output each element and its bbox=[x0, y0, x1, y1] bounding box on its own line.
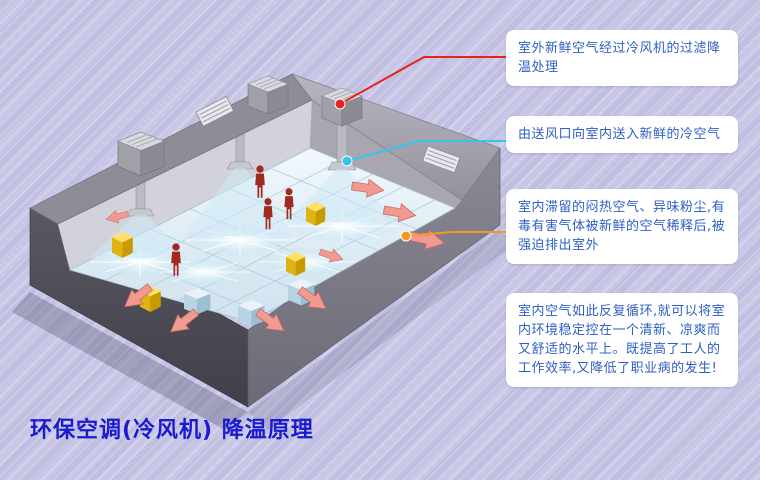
callout-text: 由送风口向室内送入新鲜的冷空气 bbox=[518, 127, 721, 142]
callout-circulation-benefits: 室内空气如此反复循环,就可以将室内环境稳定控在一个清新、凉爽而又舒适的水平上。既… bbox=[506, 293, 738, 387]
callout-text: 室内空气如此反复循环,就可以将室内环境稳定控在一个清新、凉爽而又舒适的水平上。既… bbox=[518, 304, 726, 376]
building-shadow bbox=[12, 230, 514, 430]
callout-exhaust-stale-air: 室内滞留的闷热空气、异味粉尘,有毒有害气体被新鲜的空气稀释后,被强迫排出室外 bbox=[506, 189, 738, 264]
page-title: 环保空调(冷风机) 降温原理 bbox=[30, 418, 314, 443]
evaporative-cooler-unit bbox=[247, 75, 289, 115]
callout-text: 室外新鲜空气经过冷风机的过滤降温处理 bbox=[518, 41, 721, 75]
evaporative-cooler-unit bbox=[321, 87, 363, 127]
callout-text: 室内滞留的闷热空气、异味粉尘,有毒有害气体被新鲜的空气稀释后,被强迫排出室外 bbox=[518, 200, 726, 253]
callout-supply-vent: 由送风口向室内送入新鲜的冷空气 bbox=[506, 116, 738, 153]
evaporative-cooler-unit bbox=[117, 131, 165, 177]
interior bbox=[57, 99, 462, 327]
callout-fresh-air-filtering: 室外新鲜空气经过冷风机的过滤降温处理 bbox=[506, 30, 738, 86]
